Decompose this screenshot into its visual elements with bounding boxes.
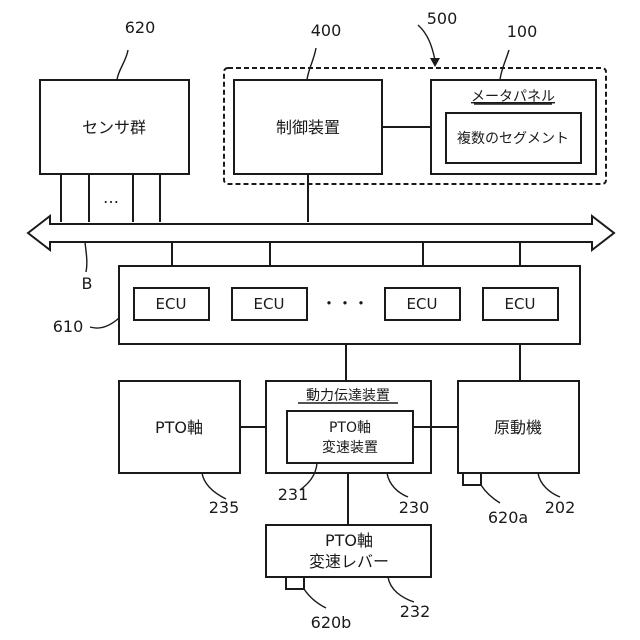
ref-235: 235 bbox=[209, 498, 240, 517]
ref-232: 232 bbox=[400, 602, 431, 621]
meter-panel-label: メータパネル bbox=[471, 89, 555, 105]
pto-lever-label-line2: 変速レバー bbox=[309, 552, 389, 571]
pto-lever-label-line1: PTO軸 bbox=[325, 531, 373, 550]
power-transmission-leader bbox=[387, 473, 408, 497]
ref-231: 231 bbox=[278, 485, 309, 504]
engine-leader bbox=[538, 473, 560, 497]
ref-500: 500 bbox=[427, 9, 458, 28]
dashed-unit-leader-arrowhead bbox=[430, 58, 440, 67]
control-device-leader bbox=[307, 48, 316, 80]
ecu-1: ECU bbox=[134, 288, 209, 320]
engine-block: 原動機 bbox=[458, 381, 579, 473]
meter-panel-block: メータパネル 複数のセグメント bbox=[431, 80, 596, 174]
lever-sensor-leader bbox=[304, 589, 326, 608]
sensor-bus-connectors: … bbox=[61, 174, 160, 222]
ecu-3: ECU bbox=[385, 288, 460, 320]
sensor-group-block: センサ群 bbox=[40, 80, 189, 174]
ecu-1-label: ECU bbox=[156, 295, 187, 313]
engine-sensor-leader bbox=[481, 485, 500, 503]
meter-panel-leader bbox=[500, 50, 509, 80]
pto-lever-leader bbox=[388, 577, 414, 602]
sensor-group-leader bbox=[117, 50, 128, 80]
engine-label: 原動機 bbox=[494, 418, 542, 437]
ecu-3-label: ECU bbox=[407, 295, 438, 313]
pto-lever-block: PTO軸 変速レバー bbox=[266, 525, 431, 577]
pto-shaft-leader bbox=[202, 473, 226, 499]
power-transmission-block: 動力伝達装置 PTO軸 変速装置 bbox=[266, 381, 431, 473]
pto-transmission-label-line1: PTO軸 bbox=[329, 420, 371, 436]
control-device-block: 制御装置 bbox=[234, 80, 382, 174]
ref-620b: 620b bbox=[311, 613, 352, 632]
dashed-unit-leader bbox=[418, 25, 435, 60]
ref-100: 100 bbox=[507, 22, 538, 41]
ref-202: 202 bbox=[545, 498, 576, 517]
ecu-2-label: ECU bbox=[254, 295, 285, 313]
ref-620: 620 bbox=[125, 18, 156, 37]
ecu-ellipsis: ・・・ bbox=[321, 294, 369, 313]
ref-230: 230 bbox=[399, 498, 430, 517]
pto-shaft-label: PTO軸 bbox=[155, 418, 203, 437]
power-transmission-label: 動力伝達装置 bbox=[306, 388, 390, 404]
ref-B: B bbox=[82, 274, 93, 293]
sensor-connector-ellipsis: … bbox=[103, 188, 119, 207]
lever-sensor bbox=[286, 577, 304, 589]
engine-sensor bbox=[463, 473, 481, 485]
ref-620a: 620a bbox=[488, 508, 528, 527]
ecu-group-leader bbox=[90, 318, 119, 328]
segments-label: 複数のセグメント bbox=[457, 130, 569, 147]
ecu-4: ECU bbox=[483, 288, 558, 320]
control-device-label: 制御装置 bbox=[276, 118, 340, 137]
communication-bus-arrow bbox=[28, 216, 614, 250]
ecu-2: ECU bbox=[232, 288, 307, 320]
bus-leader bbox=[85, 242, 87, 272]
pto-shaft-block: PTO軸 bbox=[119, 381, 240, 473]
ref-400: 400 bbox=[311, 21, 342, 40]
pto-transmission-label-line2: 変速装置 bbox=[322, 439, 378, 456]
ecu-4-label: ECU bbox=[505, 295, 536, 313]
sensor-group-label: センサ群 bbox=[82, 118, 146, 137]
ref-610: 610 bbox=[53, 317, 84, 336]
